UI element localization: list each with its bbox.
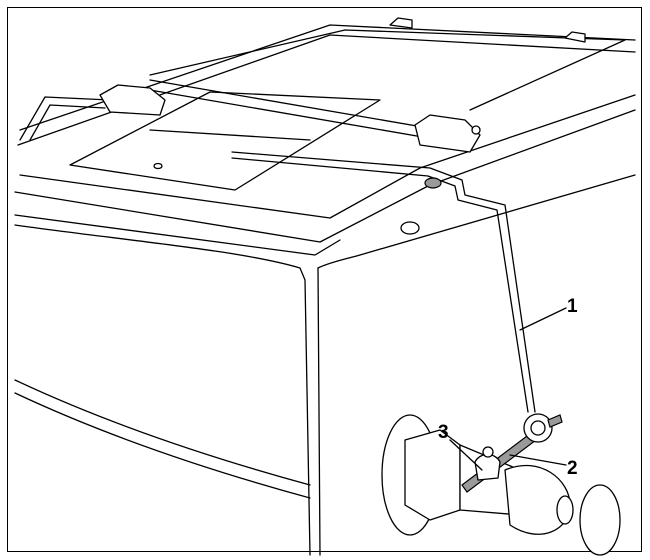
callout-1: 1 [567,296,578,317]
bent-rod [231,151,536,413]
cover-plate [69,91,381,191]
callouts: 1 2 3 [438,296,578,479]
valve-assembly [381,413,621,556]
boiler-front [14,174,636,556]
boiler-top-panel [14,24,636,256]
callout-2: 2 [567,458,578,479]
mounting-blocks [99,17,586,153]
figure-frame [7,7,642,552]
handle [19,96,111,141]
callout-3: 3 [438,422,449,443]
